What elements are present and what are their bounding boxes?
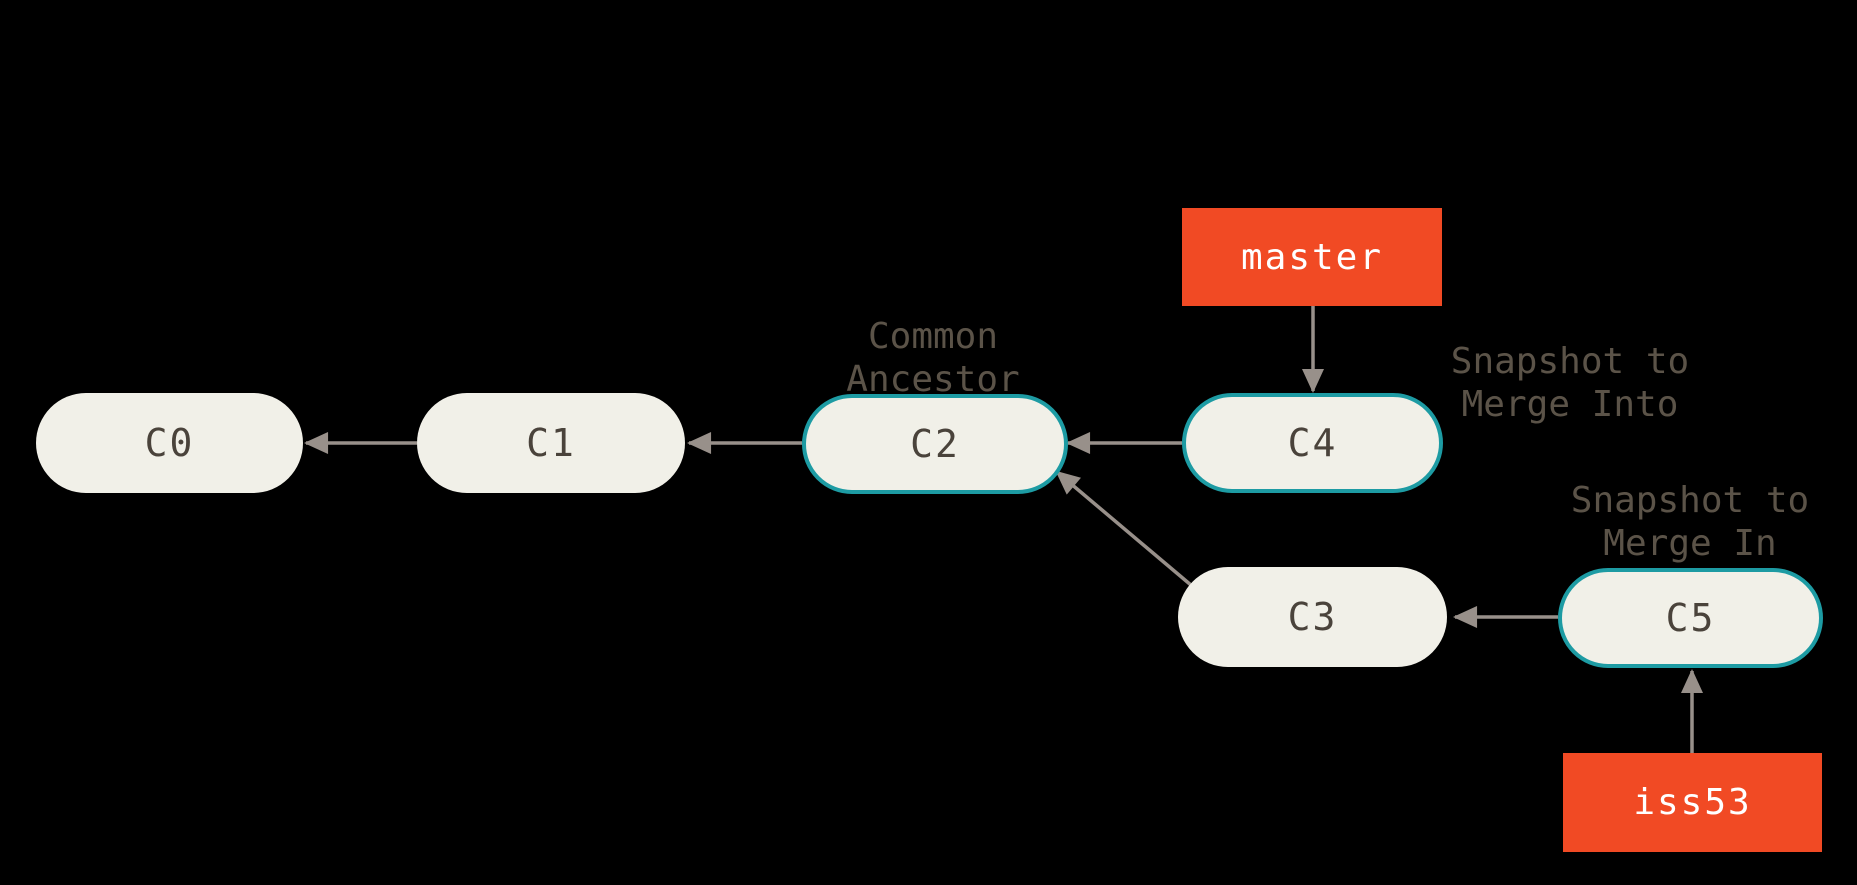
commit-node-c1: C1 <box>417 393 685 493</box>
commit-node-c5: C5 <box>1558 568 1823 668</box>
branch-name: iss53 <box>1633 782 1752 823</box>
commit-label: C3 <box>1287 595 1338 639</box>
commit-label: C5 <box>1665 596 1716 640</box>
annotation-line: Ancestor <box>846 359 1020 400</box>
branch-name: master <box>1240 236 1384 278</box>
annotation-common-ancestor: Common Ancestor <box>773 315 1093 401</box>
commit-label: C4 <box>1287 421 1338 465</box>
commit-label: C1 <box>526 421 576 465</box>
annotation-snapshot-to-merge-into: Snapshot to Merge Into <box>1410 340 1730 426</box>
commit-node-c2: C2 <box>802 394 1068 494</box>
annotation-line: Common <box>867 316 999 357</box>
annotation-snapshot-to-merge-in: Snapshot to Merge In <box>1530 479 1850 565</box>
annotation-line: Merge In <box>1603 523 1777 564</box>
annotation-line: Snapshot to <box>1570 480 1810 521</box>
annotation-line: Snapshot to <box>1450 341 1690 382</box>
commit-node-c3: C3 <box>1178 567 1447 667</box>
commit-label: C0 <box>144 421 195 465</box>
branch-label-iss53: iss53 <box>1563 753 1822 852</box>
commit-node-c4: C4 <box>1182 393 1443 493</box>
commit-label: C2 <box>910 422 960 466</box>
commit-node-c0: C0 <box>36 393 303 493</box>
branch-label-master: master <box>1182 208 1442 306</box>
annotation-line: Merge Into <box>1461 384 1679 425</box>
